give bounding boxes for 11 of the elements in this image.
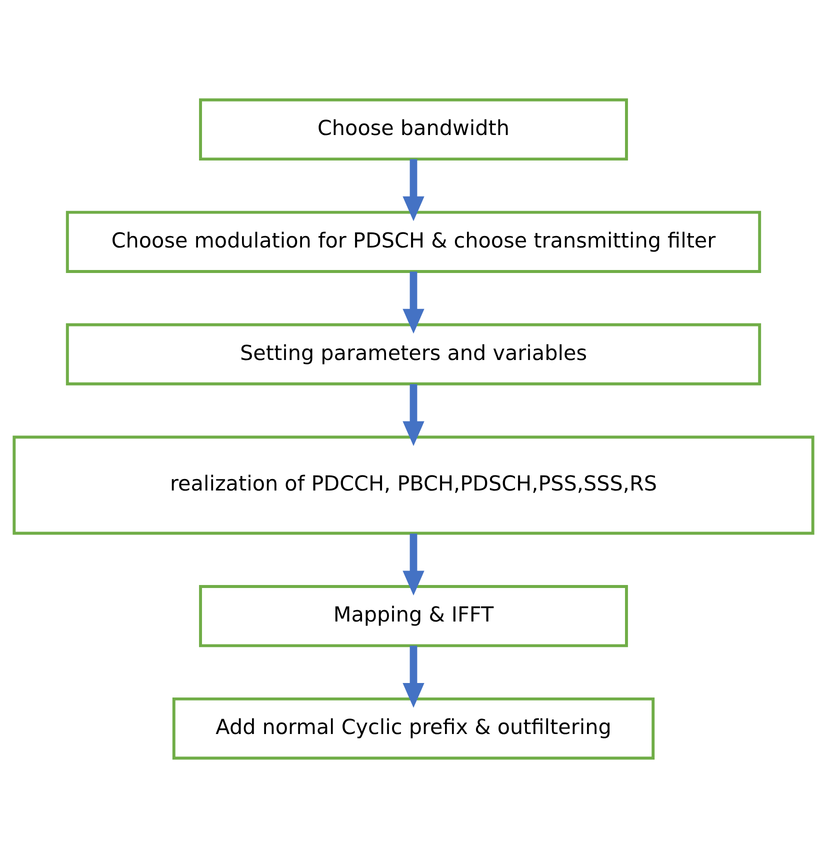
node-box: Choose bandwidth xyxy=(199,98,628,161)
node-box: Mapping & IFFT xyxy=(199,585,628,648)
node-box: realization of PDCCH, PBCH,PDSCH,PSS,SSS,RS xyxy=(12,436,814,535)
arrow xyxy=(402,159,424,222)
arrow xyxy=(402,384,424,446)
arrow xyxy=(402,272,424,334)
arrow xyxy=(402,534,424,596)
node-box: Choose modulation for PDSCH & choose transmitting filter xyxy=(66,210,762,273)
arrow xyxy=(402,646,424,708)
node-box: Setting parameters and variables xyxy=(66,323,762,386)
node-box: Add normal Cyclic prefix & outfiltering xyxy=(172,697,655,760)
